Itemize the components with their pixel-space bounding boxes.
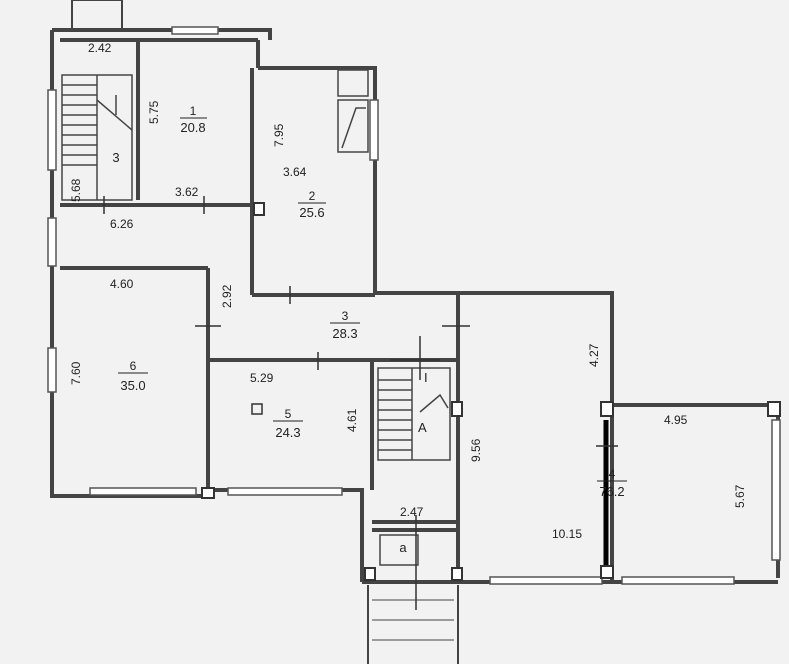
window-south-3 (489, 576, 603, 585)
dim-575: 5.75 (147, 100, 161, 124)
staircase-entry (71, 0, 123, 31)
kitchen-fixture (337, 69, 369, 153)
room4-area: 76.2 (599, 484, 624, 499)
dim-247: 2.47 (400, 505, 424, 519)
columns (201, 202, 781, 581)
small-square-room5 (251, 403, 263, 415)
dim-364: 3.64 (283, 165, 307, 179)
dim-242: 2.42 (88, 41, 112, 55)
window-west-3 (47, 347, 57, 393)
dim-529: 5.29 (250, 371, 274, 385)
room1-number: 1 (190, 104, 197, 118)
staircase-top (61, 74, 133, 201)
outer-wall-room2 (258, 66, 458, 295)
door-marks (103, 196, 618, 610)
room4-number: 4 (609, 467, 616, 481)
dim-760: 7.60 (69, 361, 83, 385)
outer-wall-room4-north (458, 291, 780, 578)
column-1 (253, 202, 265, 216)
window-r4-east (771, 419, 781, 561)
room3-number: 3 (342, 309, 349, 323)
window-north (171, 26, 219, 35)
dim-1015: 10.15 (552, 527, 582, 541)
column-5 (600, 565, 614, 579)
dim-795: 7.95 (272, 123, 286, 147)
room3-area: 28.3 (332, 326, 357, 341)
dim-495: 4.95 (664, 413, 688, 427)
dim-956: 9.56 (469, 438, 483, 462)
window-south-2 (227, 487, 343, 496)
entry-porch (367, 534, 459, 664)
section-mark-a: A (418, 420, 427, 435)
room6-number: 6 (130, 359, 137, 373)
window-south-1 (89, 487, 197, 496)
room5-area: 24.3 (275, 425, 300, 440)
column-7 (364, 567, 376, 581)
room2-number: 2 (309, 189, 316, 203)
section-mark-i: I (424, 370, 428, 385)
staircase-mid (377, 367, 451, 461)
windows (47, 26, 781, 585)
window-west-1 (47, 89, 57, 171)
room5-number: 5 (285, 407, 292, 421)
dim-626: 6.26 (110, 217, 134, 231)
dim-567: 5.67 (733, 484, 747, 508)
dim-362: 3.62 (175, 185, 199, 199)
room2-area: 25.6 (299, 205, 324, 220)
window-west-2 (47, 217, 57, 267)
column-2 (451, 401, 463, 417)
room1-area: 20.8 (180, 120, 205, 135)
dim-427: 4.27 (587, 343, 601, 367)
dim-460: 4.60 (110, 277, 134, 291)
outer-wall-north (52, 28, 272, 40)
dim-292: 2.92 (220, 284, 234, 308)
room6-area: 35.0 (120, 378, 145, 393)
window-south-4 (621, 576, 735, 585)
window-r2-east (369, 99, 379, 161)
column-3 (600, 401, 614, 417)
column-8 (451, 567, 463, 581)
dim-568: 5.68 (69, 178, 83, 202)
column-4 (767, 401, 781, 417)
small-room-a-label: a (399, 540, 407, 555)
dim-461: 4.61 (345, 408, 359, 432)
column-6 (201, 487, 215, 499)
stair-room-number: 3 (112, 150, 119, 165)
